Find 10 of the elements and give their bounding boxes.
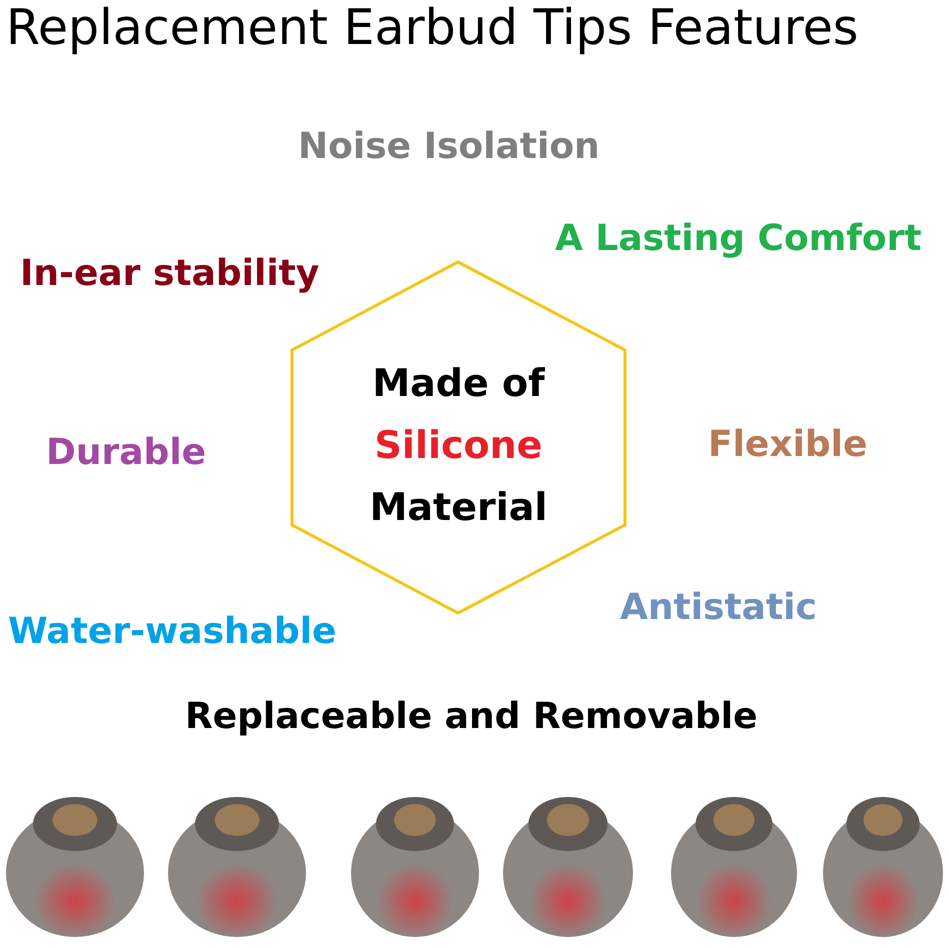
feature-label: Noise Isolation — [298, 126, 600, 168]
feature-label: Durable — [46, 432, 206, 474]
feature-label: Flexible — [708, 424, 868, 466]
feature-label: Water-washable — [8, 611, 336, 652]
feature-label: Antistatic — [620, 587, 817, 628]
feature-label: A Lasting Comfort — [555, 218, 922, 260]
feature-label: Replaceable and Removable — [185, 696, 758, 738]
title: Replacement Earbud Tips Features — [6, 0, 858, 56]
center-text: Made of Silicone Material — [368, 360, 548, 531]
feature-label: In-ear stability — [20, 253, 320, 294]
